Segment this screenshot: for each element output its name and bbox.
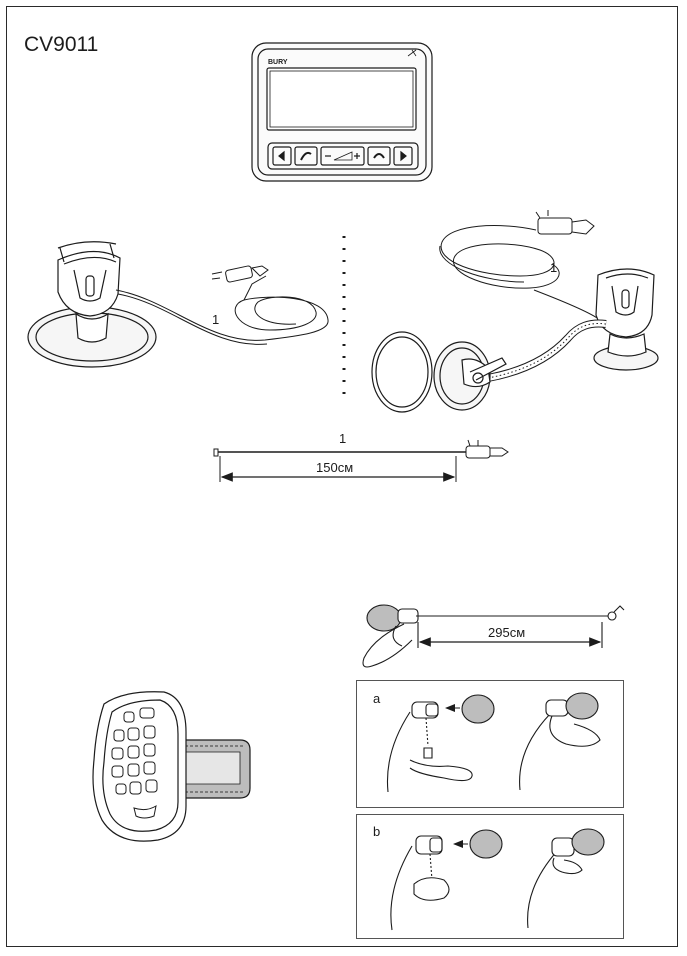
power-cable-right <box>439 210 601 321</box>
windscreen-suction-cup <box>371 331 507 413</box>
power-cable-label: 1 <box>339 431 346 446</box>
panel-a-label: a <box>373 691 381 706</box>
model-code: CV9011 <box>24 33 99 56</box>
brand-logo: BURY <box>268 59 288 66</box>
power-cable-left <box>115 265 329 345</box>
remote-control-with-strap <box>92 691 251 842</box>
cable-label-right: 1 <box>550 260 557 275</box>
microphone-with-cable <box>362 604 625 668</box>
power-cable-dimension <box>213 439 509 482</box>
page-frame <box>6 6 678 947</box>
mic-clip-assembly-a <box>386 692 601 793</box>
cable-label-left: 1 <box>212 312 219 327</box>
mic-clip-assembly-b <box>390 828 605 931</box>
microphone-cable-length: 295см <box>488 625 525 640</box>
suction-mount-left <box>27 241 157 368</box>
display-unit <box>251 42 433 182</box>
power-cable-length: 150см <box>316 460 353 475</box>
suction-mount-right <box>593 268 659 371</box>
gooseneck-arm <box>487 319 607 382</box>
panel-b-label: b <box>373 824 380 839</box>
